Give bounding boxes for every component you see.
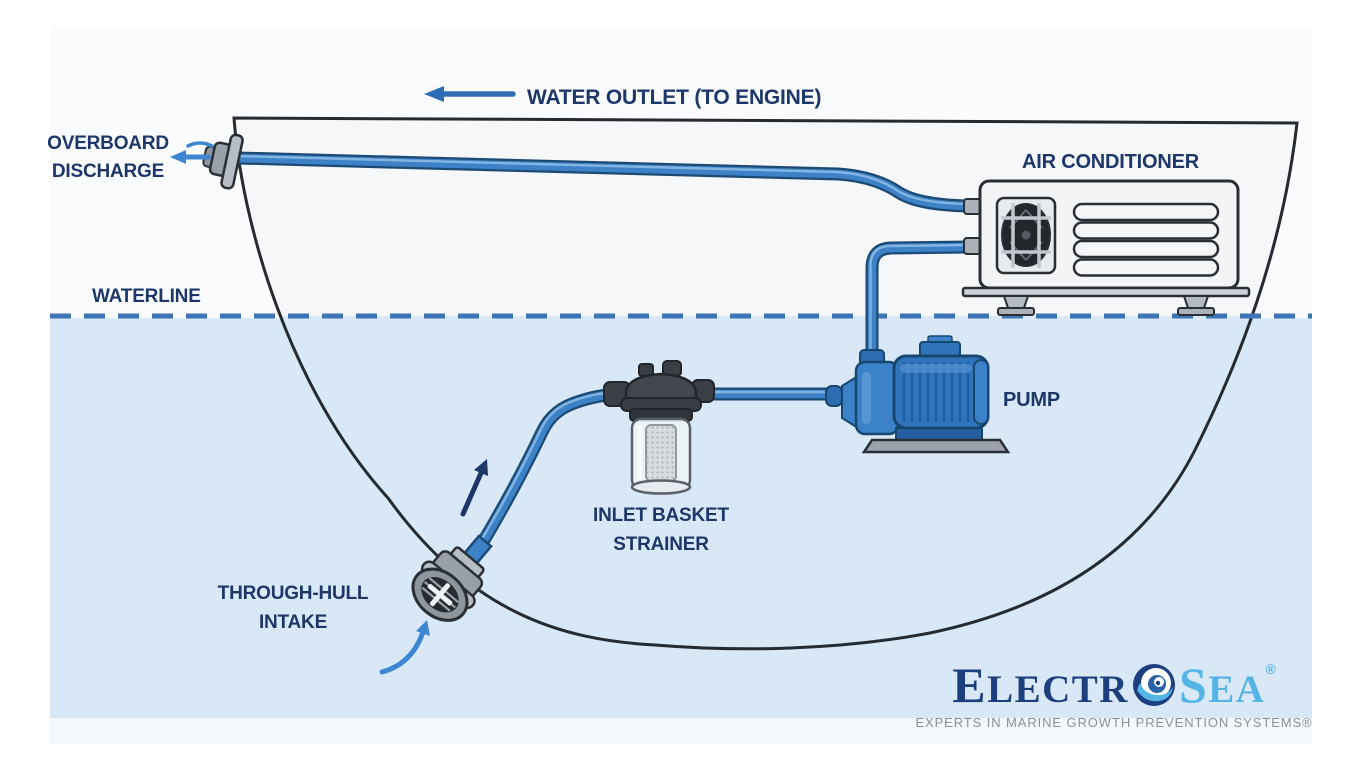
- inlet-basket-strainer-label: INLET BASKET STRAINER: [579, 501, 743, 559]
- lower-strip: [50, 718, 1312, 744]
- overboard-discharge-label-line2: DISCHARGE: [51, 161, 165, 182]
- outlet-flow-arrow-left-icon: [424, 86, 516, 102]
- air-conditioner-label: AIR CONDITIONER: [1022, 151, 1200, 173]
- electrosea-logo: ELECTR SEA ® EXPERTS IN MARINE GROWTH PR…: [908, 660, 1320, 730]
- ac-fan-icon: [1001, 203, 1051, 268]
- overboard-discharge-fitting: [202, 133, 244, 190]
- water-entry-curved-arrow-icon: [379, 620, 430, 675]
- wave-swirl-o-icon: [1132, 664, 1175, 706]
- overboard-flow-arrow-left-icon: [170, 141, 214, 164]
- air-conditioner-unit: [961, 179, 1251, 316]
- logo-text-sea: SEA: [1178, 657, 1266, 713]
- logo-registered-mark: ®: [1265, 661, 1276, 677]
- hull-outline: [232, 116, 1299, 651]
- through-hull-intake-label-line1: THROUGH-HULL: [217, 583, 369, 604]
- strainer-to-pump-pipe: [699, 392, 837, 394]
- overboard-discharge-label: OVERBOARD DISCHARGE: [26, 130, 190, 186]
- inlet-basket-strainer-unit: [603, 360, 715, 495]
- inlet-basket-strainer-label-line1: INLET BASKET: [593, 505, 729, 526]
- pump-base: [861, 438, 1011, 454]
- water-outlet-label: WATER OUTLET (TO ENGINE): [527, 86, 822, 109]
- logo-text-electr: ELECTR: [952, 657, 1129, 713]
- ac-coil-bars: [1072, 202, 1220, 277]
- pump-label: PUMP: [1003, 389, 1060, 411]
- intake-flow-arrow-up-icon: [460, 459, 488, 517]
- logo-tagline: EXPERTS IN MARINE GROWTH PREVENTION SYST…: [915, 715, 1313, 730]
- inlet-basket-strainer-label-line2: STRAINER: [613, 534, 709, 555]
- through-hull-intake-label-line2: INTAKE: [258, 612, 328, 633]
- waterline-label: WATERLINE: [92, 286, 201, 307]
- electrosea-logo-row: ELECTR SEA ®: [952, 660, 1276, 710]
- pump-unit: [825, 335, 1011, 454]
- through-hull-intake-fitting: [411, 534, 493, 622]
- overboard-discharge-label-line1: OVERBOARD: [47, 133, 169, 154]
- through-hull-intake-label: THROUGH-HULL INTAKE: [211, 579, 375, 637]
